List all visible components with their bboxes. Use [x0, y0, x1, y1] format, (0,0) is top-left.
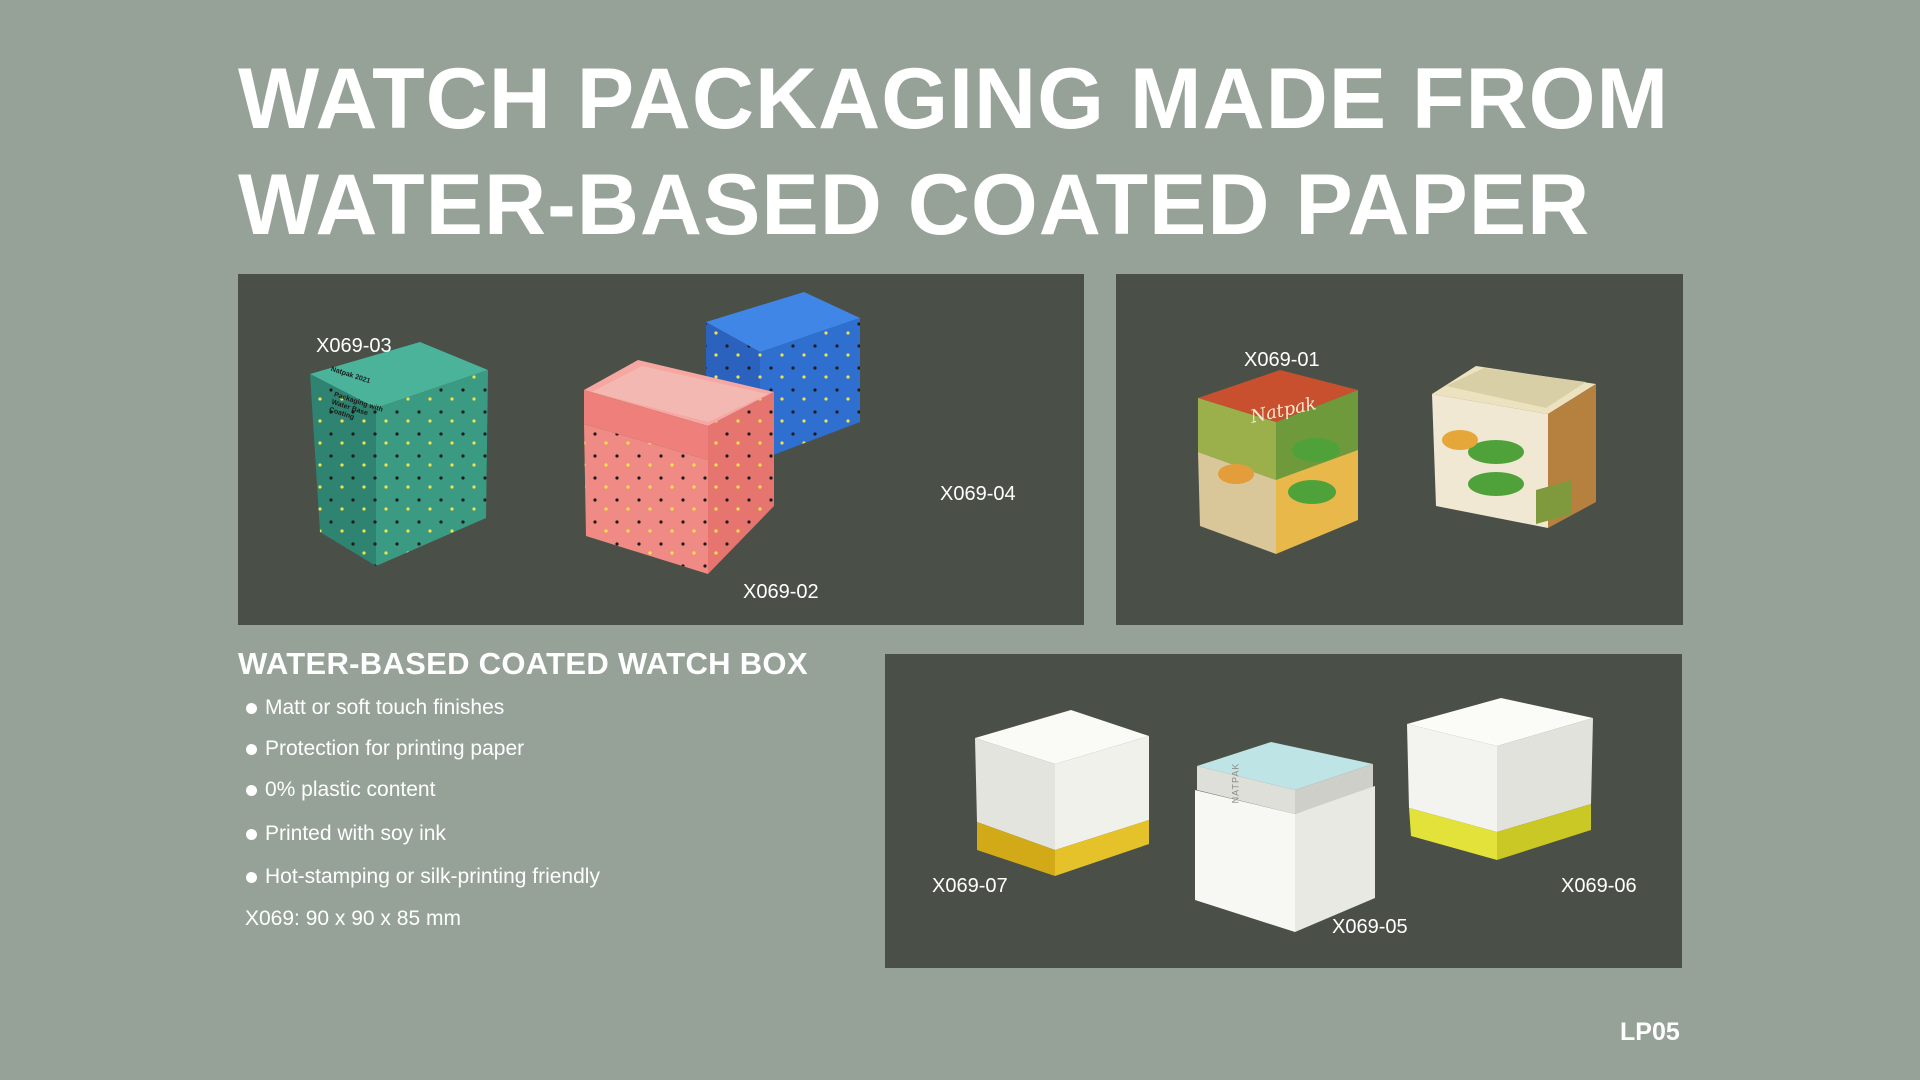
- white-boxes-illustration: [975, 698, 1593, 932]
- box-code-x069-02: X069-02: [743, 581, 819, 603]
- feature-item: Hot-stamping or silk-printing friendly: [246, 865, 600, 906]
- page-code: LP05: [1620, 1018, 1680, 1046]
- feature-text: Hot-stamping or silk-printing friendly: [265, 865, 600, 888]
- feature-list: Matt or soft touch finishes Protection f…: [246, 696, 600, 906]
- bullet-icon: [246, 829, 257, 840]
- bullet-icon: [246, 703, 257, 714]
- box-code-x069-06: X069-06: [1561, 875, 1637, 897]
- box-code-x069-04: X069-04: [940, 483, 1016, 505]
- photo-dotted-boxes: X069-03 X069-02 X069-04: [238, 274, 1084, 625]
- feature-text: Protection for printing paper: [265, 737, 525, 760]
- box-dimensions: X069: 90 x 90 x 85 mm: [245, 907, 461, 930]
- box-code-x069-05: X069-05: [1332, 916, 1408, 938]
- title-line-2: WATER-BASED COATED PAPER: [238, 157, 1591, 253]
- photo-white-gold-boxes: X069-07 X069-05 X069-06: [885, 654, 1682, 968]
- dotted-boxes-illustration: [310, 292, 860, 574]
- bullet-icon: [246, 785, 257, 796]
- box-code-x069-07: X069-07: [932, 875, 1008, 897]
- bullet-icon: [246, 744, 257, 755]
- natpak-boxes-illustration: [1198, 366, 1596, 554]
- section-heading: WATER-BASED COATED WATCH BOX: [238, 646, 808, 681]
- feature-text: Matt or soft touch finishes: [265, 696, 505, 719]
- feature-item: Protection for printing paper: [246, 737, 600, 778]
- title-line-1: WATCH PACKAGING MADE FROM: [238, 51, 1670, 147]
- feature-item: Matt or soft touch finishes: [246, 696, 600, 737]
- feature-item: 0% plastic content: [246, 778, 600, 819]
- natpak-white-box-brand: NATPAK: [1230, 762, 1241, 804]
- feature-item: Printed with soy ink: [246, 819, 600, 865]
- bullet-icon: [246, 872, 257, 883]
- feature-text: 0% plastic content: [265, 778, 436, 801]
- box-code-x069-03: X069-03: [316, 335, 392, 357]
- page-title: WATCH PACKAGING MADE FROM WATER-BASED CO…: [238, 46, 1738, 258]
- box-code-x069-01: X069-01: [1244, 349, 1320, 371]
- feature-text: Printed with soy ink: [265, 822, 446, 845]
- photo-natpak-boxes: X069-01: [1116, 274, 1683, 625]
